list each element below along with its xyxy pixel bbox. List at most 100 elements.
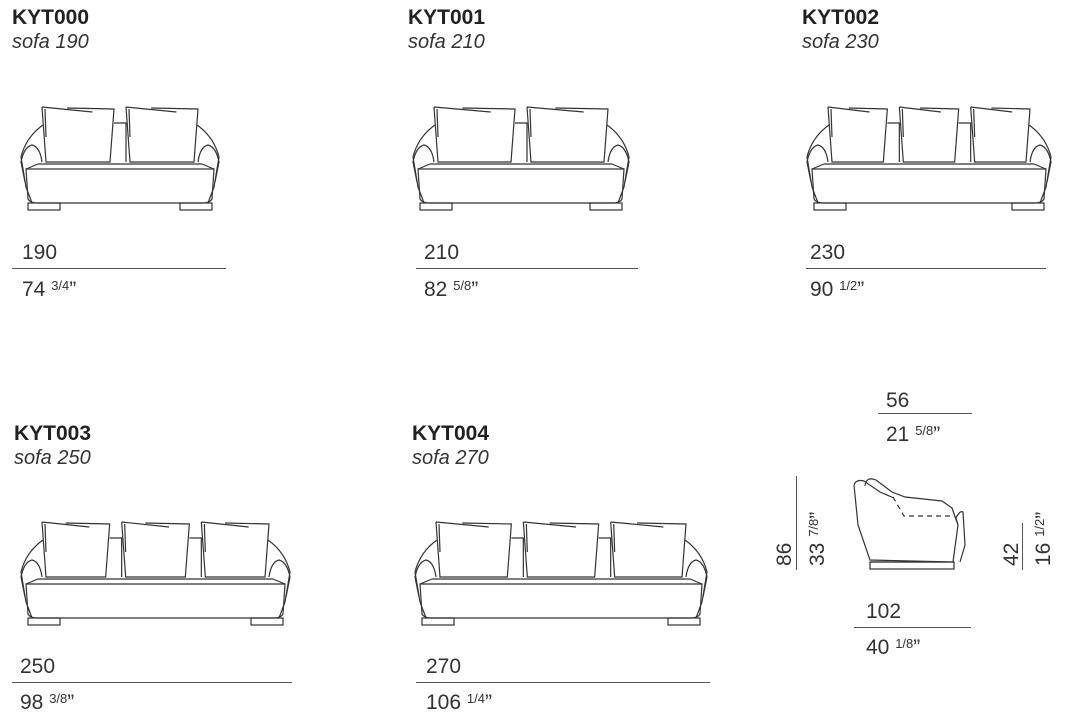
sofa-back-cushion: [125, 106, 199, 163]
dimension-rule: [1022, 523, 1023, 570]
sofa-foot: [419, 202, 453, 211]
sofa-base: [419, 583, 703, 619]
sofa-seat-edge: [25, 578, 39, 585]
width-cm: 270: [426, 655, 462, 678]
sofa-cushion-gap: [114, 122, 127, 162]
model-name: sofa 210: [408, 31, 485, 53]
dimension-rule: [854, 627, 971, 628]
sofa-base: [25, 168, 215, 204]
sofa-seat-edge: [419, 578, 433, 585]
model-code: KYT004: [412, 422, 490, 445]
width-in: 82 5/8”: [424, 278, 479, 301]
sofa-back-cushion: [121, 521, 190, 578]
model-name: sofa 270: [412, 447, 489, 469]
sofa-cushion-gap: [958, 122, 972, 162]
sofa-arm-right: [267, 539, 291, 619]
sofa-back-cushion: [827, 106, 888, 163]
height-in: 33 7/8”: [806, 511, 829, 566]
width-cm: 250: [20, 655, 56, 678]
dimension-rule: [806, 268, 1046, 269]
width-in: 98 3/8”: [20, 691, 75, 714]
sofa-foot: [421, 617, 455, 626]
sofa-arm-right: [684, 539, 708, 619]
dimension-rule: [12, 268, 226, 269]
sofa-foot: [589, 202, 623, 211]
sofa-back-cushion: [526, 106, 609, 163]
model-name: sofa 190: [12, 31, 89, 53]
model-code: KYT000: [12, 6, 90, 29]
sofa-arm-left: [414, 539, 438, 619]
sofa-foot: [1011, 202, 1045, 211]
sofa-arm-roll-left: [414, 559, 437, 598]
sofa-seat-edge: [201, 163, 215, 170]
sofa-back-cushion: [433, 106, 516, 163]
sofa-foot: [813, 202, 847, 211]
sofa-arm-left: [806, 124, 830, 204]
model-code: KYT003: [14, 422, 92, 445]
sofa-arm-roll-left: [412, 144, 435, 183]
width-cm: 210: [424, 241, 460, 264]
sofa-foot: [27, 202, 61, 211]
width-in: 74 3/4”: [22, 278, 77, 301]
sofa-arm-roll-right: [685, 559, 708, 598]
seat-height-in: 16 1/2”: [1032, 511, 1055, 566]
model-code: KYT001: [408, 6, 486, 29]
width-in: 106 1/4”: [426, 691, 492, 714]
sofa-seat-edge: [689, 578, 703, 585]
side-view-hidden-seat: [892, 496, 955, 517]
sofa-back-cushion: [970, 106, 1031, 163]
sofa-back-cushion: [898, 106, 960, 163]
side-view-base: [869, 561, 955, 570]
sofa-cushion-gap: [515, 122, 528, 162]
sofa-arm-roll-left: [20, 144, 43, 183]
sofa-back-cushion: [41, 106, 115, 163]
sofa-arm-left: [20, 539, 44, 619]
sofa-arm-roll-right: [197, 144, 220, 183]
sofa-seat-edge: [417, 163, 431, 170]
length-cm: 102: [866, 600, 902, 623]
sofa-foot: [179, 202, 213, 211]
sofa-base: [25, 583, 286, 619]
dimension-rule: [878, 413, 972, 414]
sofa-cushion-gap: [887, 122, 900, 162]
sofa-back-cushion: [200, 521, 270, 578]
sofa-arm-right: [196, 124, 220, 204]
sofa-arm-left: [20, 124, 44, 204]
sofa-foot: [667, 617, 701, 626]
sofa-arm-roll-right: [268, 559, 291, 598]
sofa-seat-edge: [611, 163, 625, 170]
sofa-back-cushion: [610, 521, 687, 578]
dimension-rule: [416, 268, 638, 269]
side-view-outline: [853, 478, 966, 563]
sofa-base: [417, 168, 625, 204]
sofa-seat-edge: [272, 578, 286, 585]
sofa-cushion-gap: [109, 537, 123, 577]
sofa-cushion-gap: [598, 537, 612, 577]
sofa-foot: [27, 617, 61, 626]
sofa-arm-right: [606, 124, 630, 204]
sofa-back-cushion: [41, 521, 111, 578]
width-cm: 230: [810, 241, 846, 264]
dimension-rule: [12, 682, 292, 683]
sofa-arm-roll-left: [806, 144, 829, 183]
sofa-back-cushion: [435, 521, 512, 578]
dimension-rule: [416, 682, 710, 683]
sofa-foot: [250, 617, 284, 626]
sofa-seat-edge: [1033, 163, 1047, 170]
sofa-cushion-gap: [189, 537, 202, 577]
model-name: sofa 230: [802, 31, 879, 53]
sofa-arm-right: [1028, 124, 1052, 204]
depth-cm: 56: [886, 389, 910, 412]
width-cm: 190: [22, 241, 58, 264]
sofa-arm-roll-left: [20, 559, 43, 598]
model-code: KYT002: [802, 6, 880, 29]
height-cm: 86: [773, 542, 796, 566]
length-in: 40 1/8”: [866, 636, 921, 659]
sofa-arm-roll-right: [1029, 144, 1052, 183]
width-in: 90 1/2”: [810, 278, 865, 301]
depth-in: 21 5/8”: [886, 423, 941, 446]
seat-height-cm: 42: [1000, 542, 1023, 566]
sofa-seat-edge: [811, 163, 825, 170]
sofa-cushion-gap: [511, 537, 524, 577]
